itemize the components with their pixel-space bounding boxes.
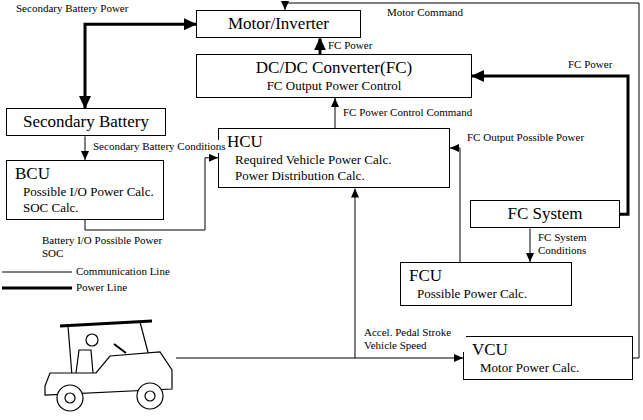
legend-sample — [2, 282, 72, 294]
box-body: Motor Power Calc. — [480, 360, 624, 376]
signal-line — [176, 358, 463, 359]
power-line — [85, 24, 196, 108]
cart-wheel — [57, 385, 83, 411]
box-body: Possible Power Calc. — [417, 286, 563, 302]
communication-line — [335, 98, 336, 128]
process-box: BCUPossible I/O Power Calc. SOC Calc. — [6, 160, 164, 220]
edge-label: Battery I/O Possible Power SOC — [40, 234, 179, 260]
process-box: Motor/Inverter — [196, 10, 361, 38]
communication-line — [530, 228, 531, 262]
edge-label: Secondary Battery Power — [14, 2, 130, 15]
box-heading: Secondary Battery — [15, 112, 157, 132]
legend-line — [2, 272, 72, 273]
driver-head — [86, 334, 98, 346]
box-heading: DC/DC Converter(FC) — [205, 58, 463, 78]
cart-roof — [60, 321, 152, 326]
legend-text: Power Line — [76, 281, 127, 294]
box-heading: FC System — [479, 204, 611, 224]
process-box: VCUMotor Power Calc. — [463, 336, 633, 380]
edge-label: Motor Command — [385, 6, 465, 19]
power-line — [472, 76, 628, 214]
box-body: Required Vehicle Power Calc. Power Distr… — [235, 152, 420, 183]
process-box: FC System — [470, 200, 620, 228]
cart-wheel — [137, 383, 163, 409]
cart-seat — [76, 350, 93, 373]
communication-line — [85, 136, 86, 160]
box-body: FC Output Power Control — [205, 78, 463, 94]
legend-row: Communication Line — [2, 264, 170, 280]
signal-label: Accel. Pedal Stroke Vehicle Speed — [362, 326, 466, 352]
box-heading: Motor/Inverter — [205, 14, 352, 34]
process-box: Secondary Battery — [6, 108, 166, 136]
steering-wheel — [114, 344, 126, 353]
signal-line — [355, 189, 356, 358]
box-heading: VCU — [472, 340, 624, 360]
box-heading: HCU — [227, 132, 441, 152]
edge-label: FC Power Control Command — [341, 106, 474, 119]
legend: Communication LinePower Line — [2, 264, 170, 296]
edge-label: Secondary Battery Conditions — [91, 140, 228, 153]
box-body: Possible I/O Power Calc. SOC Calc. — [23, 184, 155, 215]
cart-hub — [65, 393, 75, 403]
cart-hub — [145, 391, 155, 401]
box-heading: FCU — [409, 266, 563, 286]
edge-label: FC Power — [566, 58, 614, 71]
legend-row: Power Line — [2, 280, 170, 296]
power-line — [319, 38, 322, 54]
edge-label: FC Output Possible Power — [465, 131, 586, 144]
process-box: HCURequired Vehicle Power Calc. Power Di… — [218, 128, 450, 188]
edge-label: FC Power — [326, 39, 374, 52]
edge-label: FC System Conditions — [536, 231, 602, 257]
process-box: FCUPossible Power Calc. — [400, 262, 572, 306]
legend-line — [2, 287, 72, 290]
cart-post — [68, 326, 72, 376]
legend-sample — [2, 266, 72, 278]
process-box: DC/DC Converter(FC)FC Output Power Contr… — [196, 54, 472, 98]
box-heading: BCU — [15, 164, 155, 184]
legend-text: Communication Line — [76, 265, 170, 278]
communication-line — [450, 148, 460, 262]
